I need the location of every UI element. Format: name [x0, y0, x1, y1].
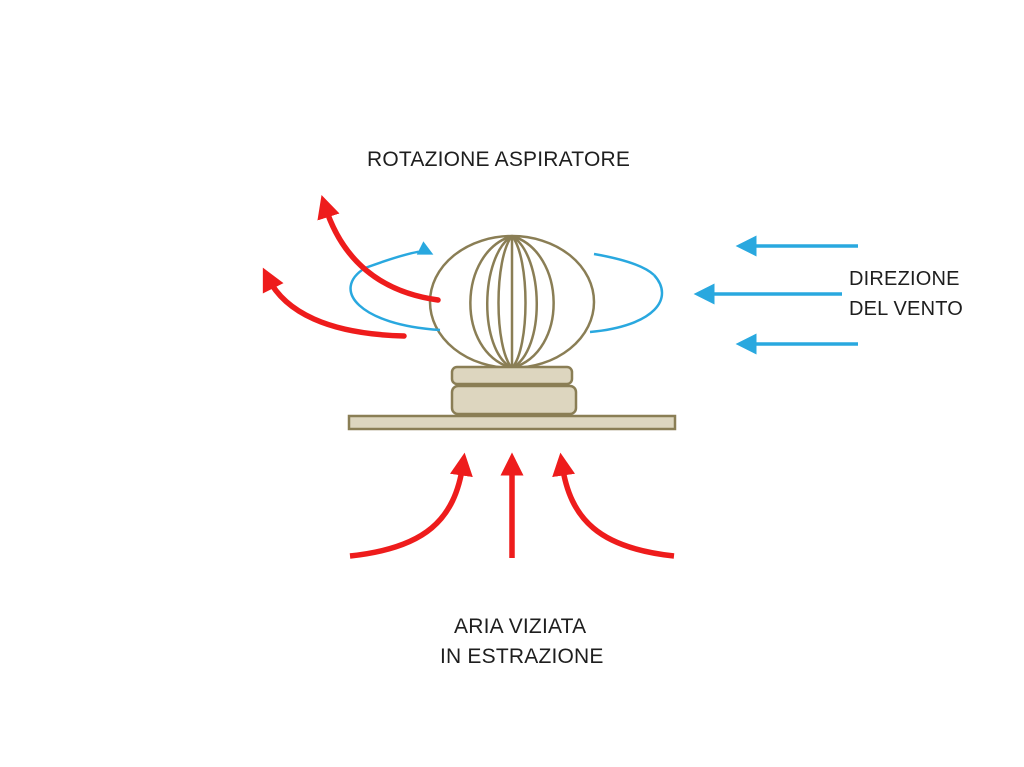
rotation-ellipse-front	[349, 266, 441, 332]
arrow-up-curved-icon	[317, 194, 441, 303]
rotation-label: ROTAZIONE ASPIRATORE	[367, 144, 630, 175]
wind-label-line2: DEL VENTO	[849, 298, 964, 320]
rotation-label-text: ROTAZIONE ASPIRATORE	[367, 148, 631, 171]
wind-direction-label: DIREZIONE DEL VENTO	[849, 264, 963, 324]
rotation-ellipse-front-right	[589, 274, 664, 334]
turbine-ventilator-icon	[347, 234, 677, 431]
exhaust-label-line1: ARIA VIZIATA	[454, 615, 587, 638]
arrow-up-curved-icon	[552, 452, 675, 559]
arrow-up-curved-icon	[262, 267, 407, 339]
rotation-ellipse-back-right	[593, 252, 655, 276]
wind-label-line1: DIREZIONE	[849, 268, 960, 290]
arrow-up-curved-icon	[349, 452, 473, 559]
exhaust-label-line2: IN ESTRAZIONE	[440, 645, 604, 668]
exhaust-air-label: ARIA VIZIATA IN ESTRAZIONE	[440, 612, 604, 672]
rotation-ellipse-back	[364, 241, 434, 270]
